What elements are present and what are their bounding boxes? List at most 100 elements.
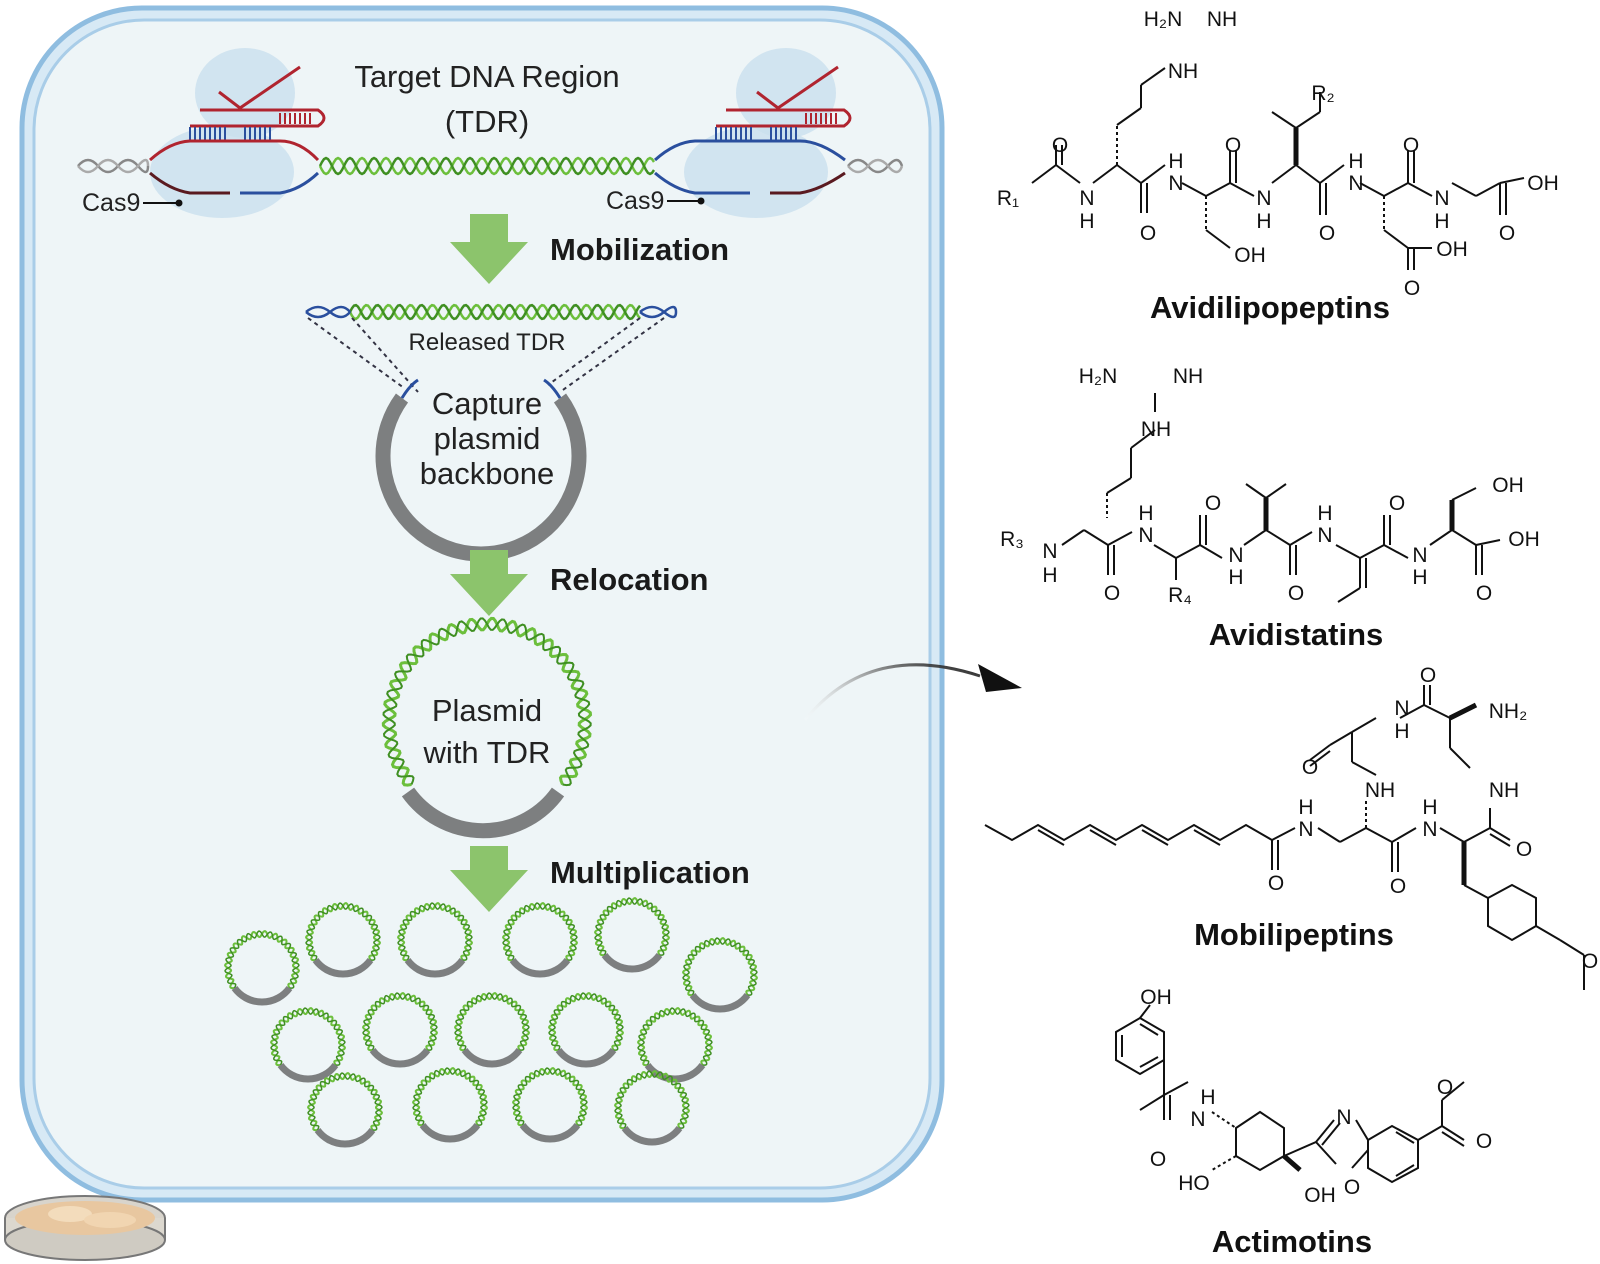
arrow-relocation-icon [450, 550, 528, 616]
svg-text:OH: OH [1492, 474, 1524, 497]
svg-text:N: N [1228, 544, 1243, 567]
svg-text:N: N [1168, 172, 1183, 195]
plasmid-with-tdr [381, 616, 593, 839]
atoms-actimotins: OH H N N O O O HO OH O [1140, 986, 1492, 1207]
svg-text:H: H [1256, 210, 1271, 233]
svg-text:OH: OH [1234, 244, 1266, 267]
petri-dish-icon [4, 1195, 166, 1261]
small-plasmid [682, 937, 758, 1013]
small-plasmid [502, 902, 578, 978]
arrow-multiplication-icon [450, 846, 528, 912]
svg-text:NH: NH [1365, 779, 1395, 802]
small-plasmid [614, 1070, 690, 1146]
svg-text:O: O [1389, 492, 1405, 515]
svg-text:O: O [1052, 134, 1068, 157]
svg-text:O: O [1288, 582, 1304, 605]
capture-label-line2: plasmid [434, 421, 541, 456]
svg-text:H: H [1042, 564, 1057, 587]
svg-text:O: O [1205, 492, 1221, 515]
cas9-complex-right [653, 48, 852, 218]
svg-text:H: H [1079, 210, 1094, 233]
svg-text:NH₂: NH₂ [1489, 700, 1527, 723]
svg-text:O: O [1476, 582, 1492, 605]
svg-text:O: O [1437, 1076, 1453, 1099]
svg-text:OH: OH [1304, 1184, 1336, 1207]
capture-label-line3: backbone [420, 456, 554, 491]
tdr-title-line2: (TDR) [445, 104, 529, 139]
multiplied-plasmids [224, 897, 758, 1148]
atoms-mobilipeptins: O N H NH₂ O NH NH H N H N O O O O [1268, 664, 1598, 973]
svg-text:H: H [1168, 150, 1183, 173]
atoms-avidistatins: H₂N NH NH OH O O H N H N R₃ N H N H N H … [1000, 365, 1540, 607]
dashed-guide-right [559, 317, 665, 393]
svg-text:N: N [1422, 818, 1437, 841]
svg-text:O: O [1499, 222, 1515, 245]
svg-text:N: N [1138, 524, 1153, 547]
small-plasmid [548, 992, 624, 1068]
structure-avidilipopeptins [1031, 67, 1525, 270]
small-plasmid [224, 930, 300, 1006]
cas9-label-right: Cas9 [606, 187, 664, 215]
cas9-pointer-dot-left [175, 199, 183, 207]
svg-text:N: N [1079, 187, 1094, 210]
svg-text:O: O [1403, 134, 1419, 157]
svg-text:O: O [1104, 582, 1120, 605]
small-plasmid [594, 897, 670, 973]
svg-text:H: H [1317, 502, 1332, 525]
small-plasmid [397, 902, 473, 978]
plasmid-label-line1: Plasmid [432, 693, 542, 728]
svg-text:O: O [1268, 872, 1284, 895]
svg-text:NH: NH [1173, 365, 1203, 388]
small-plasmid [305, 902, 381, 978]
svg-text:O: O [1404, 277, 1420, 300]
structure-actimotins [1115, 1004, 1465, 1184]
compound-name-avidilipopeptins: Avidilipopeptins [1150, 290, 1390, 325]
released-tdr-label: Released TDR [409, 329, 566, 356]
svg-text:O: O [1140, 222, 1156, 245]
svg-text:O: O [1476, 1130, 1492, 1153]
svg-text:R₁: R₁ [997, 187, 1019, 210]
svg-text:R₃: R₃ [1000, 528, 1024, 551]
svg-text:O: O [1302, 756, 1318, 779]
svg-text:O: O [1582, 950, 1598, 973]
svg-text:H: H [1434, 210, 1449, 233]
svg-text:N: N [1434, 187, 1449, 210]
step-mobilization: Mobilization [550, 232, 729, 267]
svg-text:R₄: R₄ [1168, 584, 1192, 607]
compound-name-avidistatins: Avidistatins [1209, 617, 1384, 652]
svg-text:HO: HO [1178, 1172, 1210, 1195]
small-plasmid [307, 1072, 383, 1148]
structure-mobilipeptins [984, 685, 1585, 990]
svg-text:O: O [1319, 222, 1335, 245]
dna-right-flank [847, 158, 904, 174]
arrow-mobilization-icon [450, 214, 528, 284]
released-tdr-strand [305, 303, 678, 321]
cas9-label-left: Cas9 [82, 189, 140, 217]
svg-text:NH: NH [1207, 8, 1237, 31]
svg-text:N: N [1042, 540, 1057, 563]
dna-tdr-strand [318, 156, 656, 176]
svg-text:O: O [1225, 134, 1241, 157]
dna-left-flank [77, 158, 150, 174]
cas9-complex-left [148, 48, 326, 218]
svg-text:H₂N: H₂N [1144, 8, 1182, 31]
svg-text:N: N [1190, 1108, 1205, 1131]
svg-text:R₂: R₂ [1311, 82, 1334, 105]
small-plasmid [512, 1067, 588, 1143]
dashed-guide-left [307, 317, 405, 389]
svg-text:O: O [1390, 875, 1406, 898]
structure-avidistatins [1061, 393, 1501, 603]
svg-text:NH: NH [1141, 418, 1171, 441]
small-plasmid [270, 1007, 346, 1083]
dashed-guide-right-2 [547, 317, 641, 386]
svg-text:N: N [1412, 544, 1427, 567]
small-plasmid [412, 1067, 488, 1143]
svg-text:NH: NH [1489, 779, 1519, 802]
svg-text:N: N [1336, 1106, 1351, 1129]
dashed-guide-left-2 [351, 317, 419, 393]
small-plasmid [362, 992, 438, 1068]
svg-text:OH: OH [1527, 172, 1559, 195]
svg-text:N: N [1394, 697, 1409, 720]
capture-label-line1: Capture [432, 386, 542, 421]
